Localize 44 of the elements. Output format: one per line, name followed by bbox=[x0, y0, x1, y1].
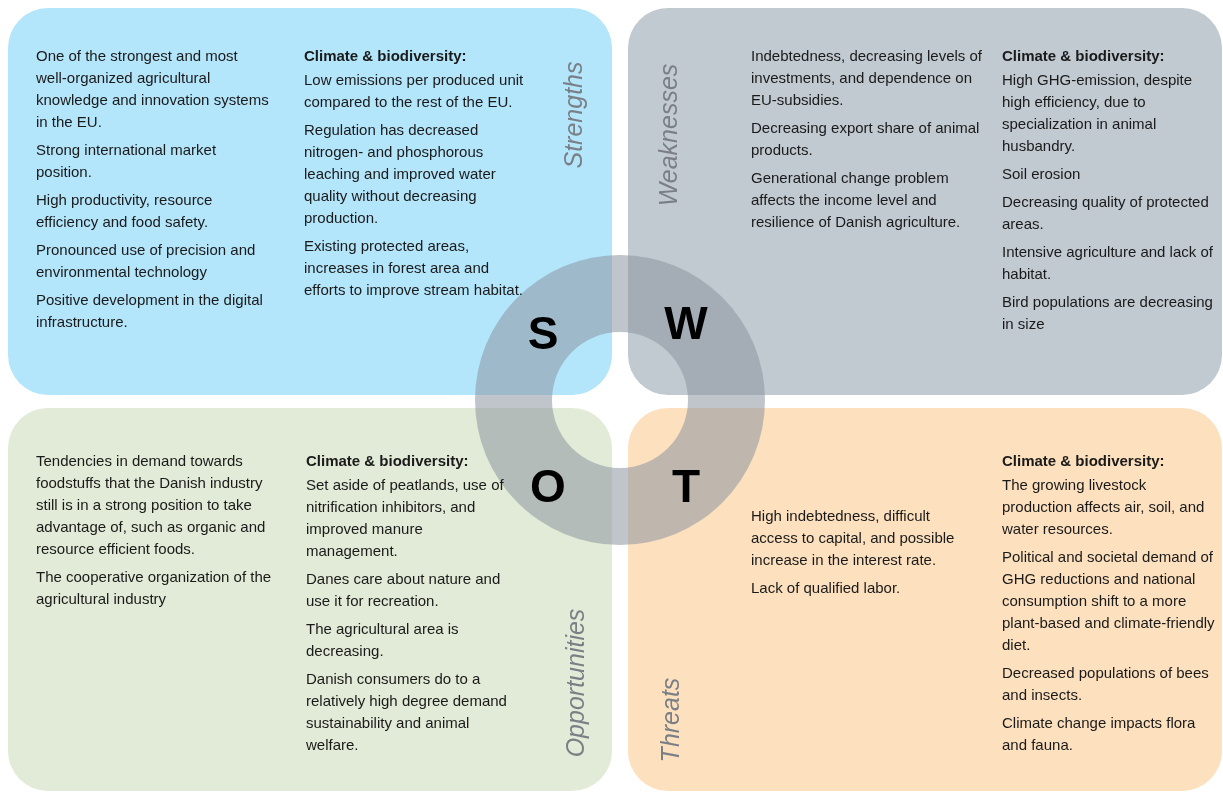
column-heading: Climate & biodiversity: bbox=[304, 46, 468, 66]
list-item: Bird populations are decreasing in size bbox=[1002, 292, 1214, 334]
list-item: Pronounced use of precision and environmental technology bbox=[36, 240, 257, 282]
quadrant-panel bbox=[628, 408, 1222, 791]
quadrant-title: Weaknesses bbox=[653, 63, 683, 207]
list-item: Lack of qualified labor. bbox=[751, 578, 902, 598]
column-heading: Climate & biodiversity: bbox=[306, 451, 470, 471]
quadrant-panel bbox=[8, 408, 612, 791]
list-item: One of the strongest and most well-organized agricultural knowledge and innovation systems in the EU. bbox=[36, 46, 270, 132]
list-item: Regulation has decreased nitrogen- and phosphorous leaching and improved water quality without decreasing production. bbox=[304, 120, 497, 228]
swot-letter: O bbox=[530, 459, 566, 513]
swot-letter: T bbox=[671, 459, 701, 513]
quadrant-panel bbox=[8, 8, 612, 395]
column-heading: Climate & biodiversity: bbox=[1002, 451, 1166, 471]
list-item: The agricultural area is decreasing. bbox=[306, 619, 460, 661]
list-item: Intensive agriculture and lack of habitat. bbox=[1002, 242, 1214, 284]
list-item: Decreasing export share of animal products. bbox=[751, 118, 981, 160]
swot-letter: S bbox=[527, 306, 559, 360]
list-item: High productivity, resource efficiency and food safety. bbox=[36, 190, 214, 232]
list-item: The cooperative organization of the agricultural industry bbox=[36, 567, 273, 609]
list-item: Low emissions per produced unit compared to the rest of the EU. bbox=[304, 70, 525, 112]
list-item: High GHG-emission, despite high efficiency, due to specialization in animal husbandry. bbox=[1002, 70, 1194, 156]
column-heading: Climate & biodiversity: bbox=[1002, 46, 1166, 66]
quadrant-panel bbox=[628, 8, 1222, 395]
quadrant-title: Strengths bbox=[558, 61, 588, 169]
list-item: Decreasing quality of protected areas. bbox=[1002, 192, 1210, 234]
swot-letter: W bbox=[664, 296, 708, 350]
list-item: Positive development in the digital infrastructure. bbox=[36, 290, 264, 332]
list-item: Generational change problem affects the income level and resilience of Danish agriculture. bbox=[751, 168, 962, 232]
list-item: Climate change impacts flora and fauna. bbox=[1002, 713, 1197, 755]
list-item: Political and societal demand of GHG reductions and national consumption shift to a more plant-based and climate-friendly diet. bbox=[1002, 547, 1216, 655]
list-item: Existing protected areas, increases in forest area and efforts to improve stream habitat. bbox=[304, 236, 524, 300]
list-item: The growing livestock production affects air, soil, and water resources. bbox=[1002, 475, 1206, 539]
list-item: Soil erosion bbox=[1002, 164, 1082, 184]
list-item: High indebtedness, difficult access to capital, and possible increase in the interest rate. bbox=[751, 506, 956, 570]
list-item: Strong international market position. bbox=[36, 140, 218, 182]
list-item: Danes care about nature and use it for recreation. bbox=[306, 569, 502, 611]
list-item: Danish consumers do to a relatively high degree demand sustainability and animal welfare. bbox=[306, 669, 508, 755]
quadrant-title: Threats bbox=[655, 677, 685, 763]
quadrant-title: Opportunities bbox=[560, 608, 590, 758]
list-item: Decreased populations of bees and insects. bbox=[1002, 663, 1210, 705]
list-item: Indebtedness, decreasing levels of investments, and dependence on EU-subsidies. bbox=[751, 46, 983, 110]
list-item: Tendencies in demand towards foodstuffs that the Danish industry still is in a strong position to take advantage of, such as organic and resource efficient foods. bbox=[36, 451, 267, 559]
list-item: Set aside of peatlands, use of nitrification inhibitors, and improved manure management. bbox=[306, 475, 505, 561]
